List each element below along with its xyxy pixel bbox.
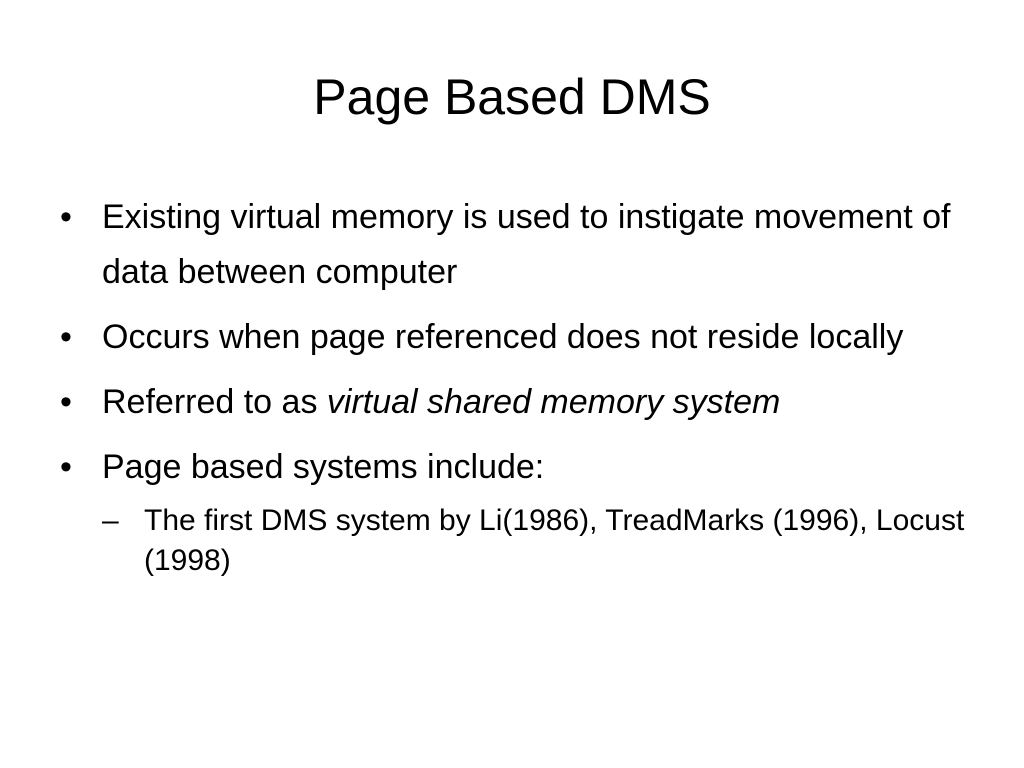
bullet-marker: •: [60, 383, 72, 421]
sub-bullet-list: – The first DMS system by Li(1986), Trea…: [102, 501, 970, 581]
bullet-text-prefix: Referred to as: [102, 383, 327, 421]
bullet-text: Page based systems include:: [102, 448, 545, 486]
sub-bullet-item: – The first DMS system by Li(1986), Trea…: [102, 501, 970, 581]
bullet-text: Occurs when page referenced does not res…: [102, 318, 904, 356]
bullet-list: • Existing virtual memory is used to ins…: [60, 190, 970, 581]
bullet-item: • Page based systems include: – The firs…: [60, 440, 970, 581]
bullet-item: • Referred to as virtual shared memory s…: [60, 375, 970, 430]
slide-title: Page Based DMS: [313, 69, 711, 125]
bullet-text: Existing virtual memory is used to insti…: [102, 198, 951, 291]
sub-bullet-text: The first DMS system by Li(1986), TreadM…: [144, 504, 965, 577]
bullet-marker: •: [60, 448, 72, 486]
bullet-marker: •: [60, 198, 72, 236]
bullet-marker: •: [60, 318, 72, 356]
sub-bullet-marker: –: [102, 504, 119, 537]
bullet-item: • Existing virtual memory is used to ins…: [60, 190, 970, 300]
bullet-item: • Occurs when page referenced does not r…: [60, 310, 970, 365]
bullet-text-emphasis: virtual shared memory system: [326, 383, 781, 421]
